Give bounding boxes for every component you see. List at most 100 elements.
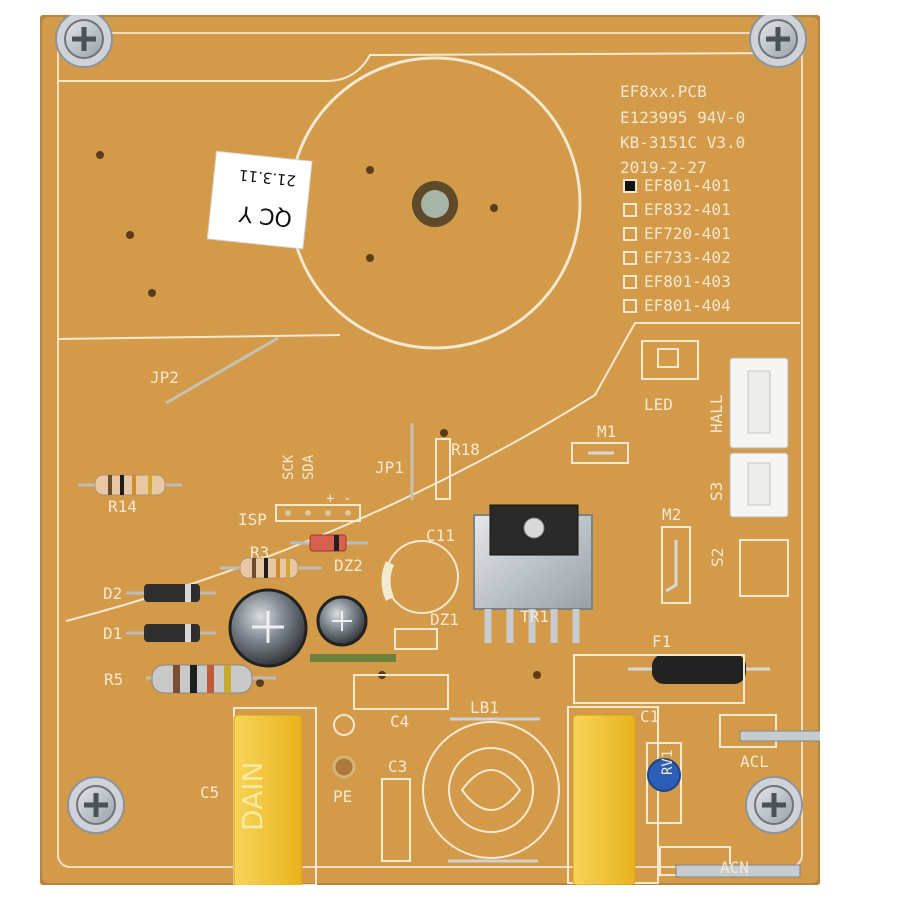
- variant-checkbox: [623, 179, 637, 193]
- board-outline: [57, 32, 803, 868]
- variant-label: EF801-401: [644, 176, 731, 195]
- jumper-jp2: [165, 336, 279, 405]
- variant-list: EF801-401EF832-401EF720-401EF733-402EF80…: [623, 176, 731, 315]
- pcb-model: KB-3151C V3.0: [620, 133, 745, 152]
- capacitor-c1: [567, 706, 659, 885]
- label-r5: R5: [104, 670, 123, 689]
- pcb-rating: E123995 94V-0: [620, 108, 745, 127]
- c11-polarity: [381, 561, 395, 601]
- label-sck: SCK: [281, 454, 297, 480]
- pcb-id-block: EF8xx.PCB E123995 94V-0 KB-3151C V3.0 20…: [620, 82, 745, 315]
- dz1-outline: [394, 628, 438, 650]
- variant-label: EF801-403: [644, 272, 731, 291]
- f1-outline: [573, 654, 745, 704]
- s3-connector: [729, 452, 789, 518]
- vias: [96, 151, 541, 687]
- motor-hole-center: [421, 190, 449, 218]
- label-hall: HALL: [707, 394, 726, 433]
- transistor-heatsink: [473, 504, 593, 643]
- label-c1: C1: [640, 707, 659, 726]
- label-c4: C4: [390, 712, 409, 731]
- c4-outline: [353, 674, 449, 710]
- label-minus: -: [343, 491, 351, 507]
- s2-connector: [739, 539, 789, 597]
- variant-checkbox: [623, 251, 637, 265]
- acn-terminal: [675, 864, 801, 878]
- screw-top-left-icon: [55, 15, 113, 68]
- hall-connector: [729, 357, 789, 449]
- variant-checkbox: [623, 203, 637, 217]
- r18-outline: [435, 438, 451, 500]
- diode-d2: [126, 584, 216, 602]
- pcb-board: QC Y 21.3.11 EF8xx.PCB E123995 94V-0 KB-…: [40, 15, 820, 885]
- electrolytic-capacitor-left: [228, 588, 308, 668]
- c3-outline: [381, 778, 411, 862]
- fuse-f1: [628, 654, 770, 684]
- label-lb1: LB1: [470, 698, 499, 717]
- silkscreen-line-left: [57, 334, 341, 340]
- silkscreen-curve-top: [58, 52, 801, 82]
- label-acl: ACL: [740, 752, 769, 771]
- lb1-outline: [422, 721, 560, 859]
- label-jp1: JP1: [375, 458, 404, 477]
- capacitor-c5: DAIN: [233, 707, 317, 885]
- m1-outline: [571, 442, 629, 464]
- variant-checkbox: [623, 227, 637, 241]
- diode-d1: [126, 624, 216, 642]
- label-d2: D2: [103, 584, 122, 603]
- label-dz2: DZ2: [334, 556, 363, 575]
- label-jp2: JP2: [150, 368, 179, 387]
- pcb-name: EF8xx.PCB: [620, 82, 707, 101]
- label-r3: R3: [250, 543, 269, 562]
- label-dz1: DZ1: [430, 610, 459, 629]
- blue-capacitor-icon: [647, 758, 681, 792]
- isp-header: [275, 504, 361, 522]
- resistor-r5: [146, 664, 276, 694]
- resistor-r14: [78, 474, 182, 496]
- screw-bottom-left-icon: [67, 776, 125, 834]
- diode-dz2: [290, 534, 368, 552]
- label-r18: R18: [451, 440, 480, 459]
- label-pe: PE: [333, 787, 352, 806]
- variant-label: EF733-402: [644, 248, 731, 267]
- label-led: LED: [644, 395, 673, 414]
- label-isp: ISP: [238, 510, 267, 529]
- screw-bottom-right-icon: [745, 776, 803, 834]
- label-c5: C5: [200, 783, 219, 802]
- label-dain: DAIN: [236, 762, 269, 831]
- label-s2: S2: [708, 548, 727, 567]
- marker-strip: [310, 654, 396, 662]
- label-d1: D1: [103, 624, 122, 643]
- screw-top-right-icon: [749, 15, 807, 68]
- resistor-r3: [220, 557, 322, 579]
- m2-outline: [661, 526, 691, 604]
- sticker-line1: QC Y: [237, 200, 293, 230]
- label-rv1: RV1: [660, 750, 676, 775]
- label-sda: SDA: [301, 454, 317, 480]
- label-m1: M1: [597, 422, 616, 441]
- variant-label: EF832-401: [644, 200, 731, 219]
- label-r14: R14: [108, 497, 137, 516]
- label-m2: M2: [662, 505, 681, 524]
- variant-checkbox: [623, 275, 637, 289]
- pe-pad: [332, 755, 356, 779]
- qc-sticker: QC Y 21.3.11: [206, 150, 313, 250]
- pcb-date: 2019-2-27: [620, 158, 707, 177]
- variant-label: EF720-401: [644, 224, 731, 243]
- label-acn: ACN: [720, 858, 749, 877]
- electrolytic-capacitor-right: [316, 595, 368, 647]
- led-connector: [641, 340, 699, 380]
- variant-label: EF801-404: [644, 296, 731, 315]
- label-s3: S3: [707, 482, 726, 501]
- rv1-outline: [646, 742, 682, 824]
- label-tr1: TR1: [520, 607, 549, 626]
- sticker-line2: 21.3.11: [238, 166, 297, 190]
- label-c11: C11: [426, 526, 455, 545]
- label-plus: +: [326, 491, 334, 507]
- label-c3: C3: [388, 757, 407, 776]
- ground-symbol-icon: [333, 714, 355, 736]
- acl-terminal: [739, 730, 820, 742]
- label-f1: F1: [652, 632, 671, 651]
- variant-checkbox: [623, 299, 637, 313]
